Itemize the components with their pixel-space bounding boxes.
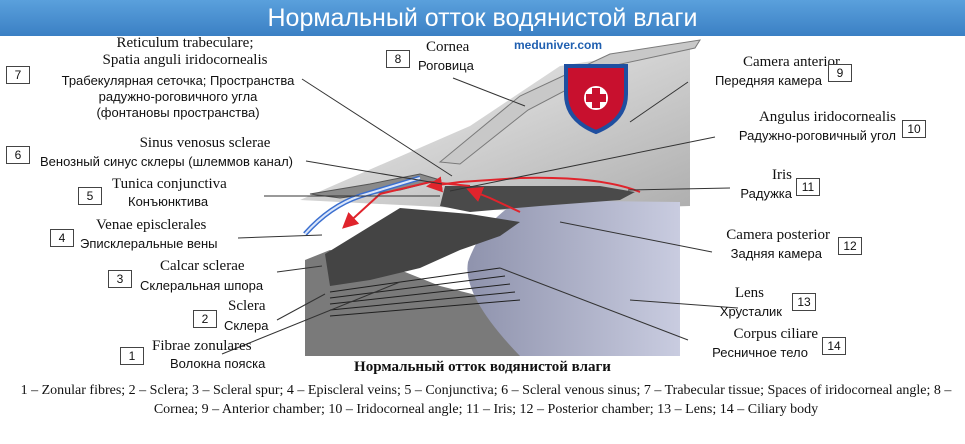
brand-logo-shield (564, 64, 628, 135)
label-1-ru: Волокна пояска (170, 356, 266, 371)
label-number-9: 9 (828, 64, 852, 82)
eye-anatomy-diagram (221, 39, 739, 356)
label-12-latin: Camera posterior (726, 227, 830, 243)
label-11-latin: Iris (772, 167, 792, 183)
aqueous-flow-arrow-2 (342, 180, 471, 229)
aqueous-flow-arrow-3 (466, 187, 521, 213)
label-number-14: 14 (822, 337, 846, 355)
label-14-latin: Corpus ciliare (733, 326, 818, 342)
label-4-latin: Venae episclerales (96, 217, 207, 233)
label-5-ru: Конъюнктива (128, 194, 209, 209)
label-number-2: 2 (193, 310, 217, 328)
label-number-3: 3 (108, 270, 132, 288)
label-3-ru: Склеральная шпора (140, 278, 264, 293)
label-number-7: 7 (6, 66, 30, 84)
label-10-ru: Радужно-роговичный угол (738, 128, 896, 143)
label-7-latin-line2: Spatia anguli iridocornealis (102, 52, 268, 68)
label-number-5: 5 (78, 187, 102, 205)
label-13-ru: Хрусталик (719, 304, 782, 319)
label-10-latin: Angulus iridocornealis (758, 109, 896, 125)
label-1-latin: Fibrae zonulares (152, 338, 252, 354)
label-number-4: 4 (50, 229, 74, 247)
label-number-12: 12 (838, 237, 862, 255)
page-title: Нормальный отток водянистой влаги (267, 4, 698, 32)
label-6-ru: Венозный синус склеры (шлеммов канал) (40, 154, 293, 169)
iris-shape (440, 186, 635, 212)
label-4-ru: Эписклеральные вены (80, 236, 218, 251)
label-6-latin: Sinus venosus sclerae (139, 135, 271, 151)
label-3-latin: Calcar sclerae (160, 258, 245, 274)
label-9-latin: Camera anterior (742, 54, 840, 70)
label-number-8: 8 (386, 50, 410, 68)
ciliary-body-shape (325, 208, 520, 286)
leader-lines (221, 77, 739, 355)
label-number-13: 13 (792, 293, 816, 311)
label-7-ru-line1: Трабекулярная сеточка; Пространства (61, 73, 295, 88)
label-11-ru: Радужка (740, 186, 792, 201)
zonular-fibres (329, 267, 521, 317)
label-2-latin: Sclera (228, 298, 266, 314)
label-13-latin: Lens (734, 285, 764, 301)
label-7-ru-line2: радужно-роговичного угла (98, 89, 258, 104)
aqueous-flow-arrow (426, 176, 641, 193)
brand-name: meduniver.com (514, 38, 603, 52)
header-banner: Нормальный отток водянистой влаги (0, 0, 965, 36)
label-7-latin-line1: Reticulum trabeculare; (116, 35, 254, 51)
label-number-1: 1 (120, 347, 144, 365)
label-number-10: 10 (902, 120, 926, 138)
figure-legend: 1 – Zonular fibres; 2 – Sclera; 3 – Scle… (20, 383, 952, 417)
cornea-shape (438, 39, 702, 165)
label-8-ru: Роговица (418, 58, 474, 73)
label-number-6: 6 (6, 146, 30, 164)
label-7-ru-line3: (фонтановы пространства) (96, 105, 260, 120)
label-14-ru: Ресничное тело (712, 345, 808, 360)
figure-caption-title: Нормальный отток водянистой влаги (354, 359, 611, 375)
label-number-11: 11 (796, 178, 820, 196)
label-8-latin: Cornea (426, 39, 470, 55)
label-12-ru: Задняя камера (730, 246, 822, 261)
label-9-ru: Передняя камера (714, 73, 822, 88)
label-5-latin: Tunica conjunctiva (112, 176, 227, 192)
label-2-ru: Склера (224, 318, 269, 333)
